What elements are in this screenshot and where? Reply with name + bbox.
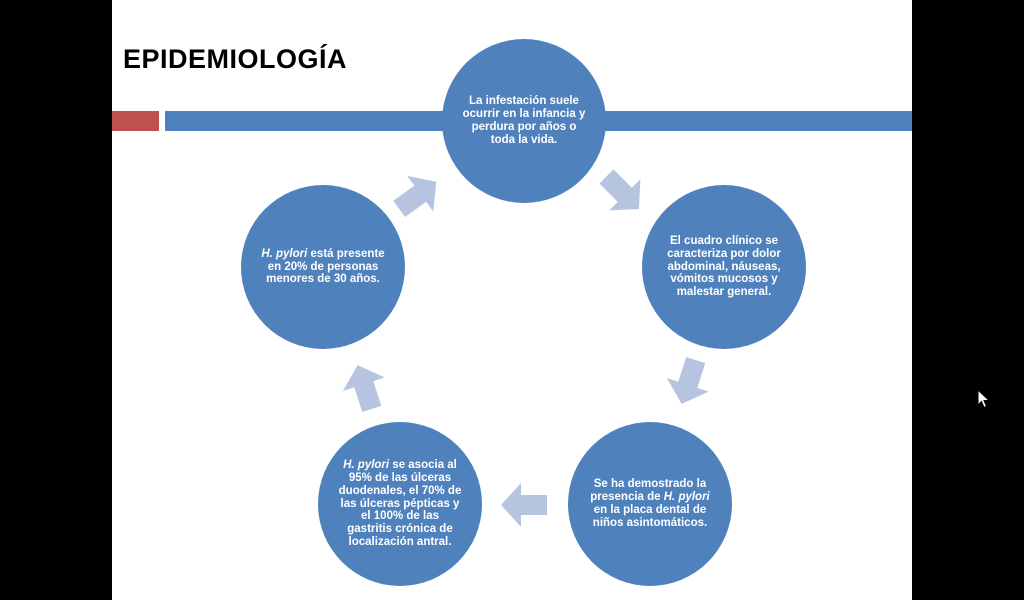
cycle-node-right: El cuadro clínico se caracteriza por dol… (642, 185, 806, 349)
cycle-node-text: Se ha demostrado la presencia de H. pylo… (590, 478, 710, 529)
cycle-arrow-2 (666, 356, 709, 404)
cycle-arrow-1 (599, 169, 641, 211)
cycle-node-bottom-left: H. pylori se asocia al 95% de las úlcera… (318, 422, 482, 586)
cycle-node-left: H. pylori está presente en 20% de person… (241, 185, 405, 349)
species-name: H. pylori (261, 247, 308, 260)
species-name: H. pylori (343, 458, 390, 471)
cycle-node-top: La infestación suele ocurrir en la infan… (442, 39, 606, 203)
species-name: H. pylori (663, 491, 710, 504)
slide-title: EPIDEMIOLOGÍA (123, 44, 348, 74)
arrow-pointer-icon (977, 389, 990, 409)
cycle-node-text: El cuadro clínico se caracteriza por dol… (667, 234, 781, 299)
cycle-node-bottom-right: Se ha demostrado la presencia de H. pylo… (568, 422, 732, 586)
cycle-arrow-3 (501, 483, 547, 527)
accent-bar-red (112, 111, 159, 131)
cycle-arrow-5 (393, 175, 437, 218)
cycle-node-text: H. pylori se asocia al 95% de las úlcera… (338, 458, 462, 549)
cycle-arrow-4 (342, 365, 385, 413)
slide: EPIDEMIOLOGÍA La infestación suele ocurr… (112, 0, 912, 600)
cycle-node-text: H. pylori está presente en 20% de person… (261, 247, 385, 286)
cycle-node-text: La infestación suele ocurrir en la infan… (462, 95, 586, 146)
